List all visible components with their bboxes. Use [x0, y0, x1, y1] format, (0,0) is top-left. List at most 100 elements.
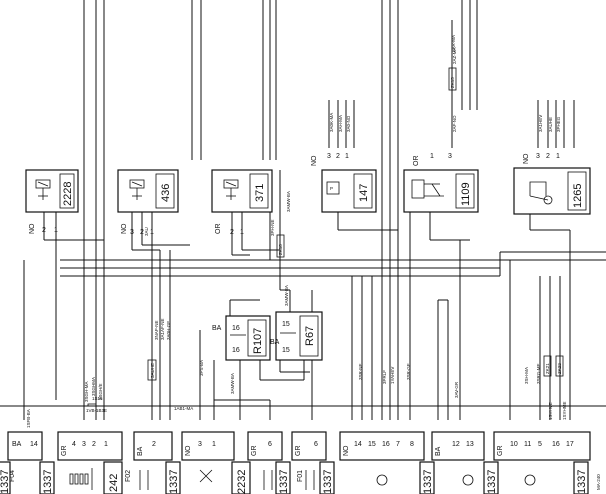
- svg-text:3PH-NE: 3PH-NE: [270, 219, 275, 236]
- svg-text:3A0-NO: 3A0-NO: [346, 115, 351, 132]
- svg-text:2AZ-MA: 2AZ-MA: [452, 47, 457, 64]
- bottom-strip: BA 14 GR 4 3 2 1 BA 2 NO 3 1 GR 6 GR 6 N…: [0, 405, 606, 494]
- connector-label: NO: [311, 155, 318, 166]
- svg-text:1337: 1337: [422, 470, 434, 494]
- edge-code: MA-240: [596, 474, 601, 490]
- svg-text:BA: BA: [435, 446, 442, 456]
- svg-text:6: 6: [268, 441, 272, 448]
- wire-codes: 2AR-MA 3A0K-MA 3AH-MA 3A0-NO 2AF-NO 3A1H…: [26, 35, 567, 428]
- svg-text:3: 3: [448, 153, 452, 160]
- svg-text:3A0K-MA: 3A0K-MA: [329, 113, 334, 132]
- svg-text:1S15: 1S15: [92, 396, 103, 401]
- svg-text:2232: 2232: [236, 470, 248, 494]
- svg-text:3AU: 3AU: [144, 227, 149, 236]
- top-wires: [83, 0, 575, 210]
- component-1109: 1109 OR 3 1: [403, 153, 479, 213]
- svg-text:3AUHE: 3AUHE: [150, 363, 155, 378]
- svg-text:3: 3: [536, 153, 540, 160]
- svg-text:1337: 1337: [278, 470, 290, 494]
- component-371: 371 OR 2 1: [211, 169, 273, 236]
- svg-text:1: 1: [104, 441, 108, 448]
- svg-text:P: P: [330, 186, 333, 191]
- svg-text:ZK18: ZK18: [278, 244, 283, 255]
- fuse-label: F04: [9, 470, 16, 482]
- svg-text:3AMW-BA: 3AMW-BA: [230, 373, 235, 394]
- connector-label: NO: [523, 153, 530, 164]
- connector-label: NO: [121, 223, 128, 234]
- svg-text:NO: NO: [343, 445, 350, 456]
- svg-text:14: 14: [354, 441, 362, 448]
- svg-text:10: 10: [510, 441, 518, 448]
- component-id: 1109: [460, 182, 472, 206]
- svg-text:ZK22: ZK22: [557, 363, 562, 374]
- svg-text:16: 16: [382, 441, 390, 448]
- svg-text:1337: 1337: [322, 470, 334, 494]
- svg-text:1VB-1B3E: 1VB-1B3E: [86, 408, 107, 413]
- relay-r67: R67 BA 15 15: [270, 311, 323, 361]
- svg-text:14: 14: [30, 441, 38, 448]
- svg-text:3SR-GE: 3SR-GE: [406, 363, 411, 380]
- svg-text:1YAHEV: 1YAHEV: [390, 367, 395, 384]
- svg-text:3SRG-ME: 3SRG-ME: [536, 363, 541, 384]
- svg-text:3NAP-NE: 3NAP-NE: [154, 320, 159, 340]
- svg-text:1337: 1337: [42, 470, 54, 494]
- svg-text:4: 4: [72, 441, 76, 448]
- svg-text:1337: 1337: [486, 470, 498, 494]
- svg-text:1: 1: [430, 153, 434, 160]
- relay-id: R107: [252, 328, 264, 354]
- svg-text:3: 3: [198, 441, 202, 448]
- svg-text:3A0H-GE: 3A0H-GE: [166, 321, 171, 340]
- svg-text:1: 1: [345, 153, 349, 160]
- svg-text:2AF-NO: 2AF-NO: [452, 115, 457, 132]
- svg-text:3AUHE: 3AUHE: [548, 117, 553, 132]
- svg-text:15: 15: [282, 321, 290, 328]
- svg-text:1AB1-MA: 1AB1-MA: [174, 406, 193, 411]
- svg-text:2: 2: [336, 153, 340, 160]
- svg-text:BA: BA: [12, 441, 22, 448]
- connector-label: NO: [29, 223, 36, 234]
- svg-text:BA: BA: [137, 446, 144, 456]
- relay-conn: BA: [270, 339, 280, 346]
- svg-text:3A1AF-NE: 3A1AF-NE: [160, 318, 165, 340]
- svg-text:16: 16: [552, 441, 560, 448]
- relay-r107: R107 BA 16 16: [212, 315, 271, 361]
- component-id: 371: [254, 184, 266, 202]
- component-id: 147: [358, 184, 370, 202]
- svg-text:GR: GR: [295, 446, 302, 457]
- svg-text:1: 1: [212, 441, 216, 448]
- component-id: 436: [160, 184, 172, 202]
- mid-wires: [23, 170, 606, 420]
- svg-text:5: 5: [538, 441, 542, 448]
- svg-text:3PS-BA: 3PS-BA: [199, 360, 204, 376]
- svg-text:1SYHVE: 1SYHVE: [548, 402, 553, 420]
- svg-text:3AV-GR: 3AV-GR: [454, 381, 459, 398]
- relay-id: R67: [304, 326, 316, 346]
- svg-text:12: 12: [452, 441, 460, 448]
- svg-text:3AH-MA: 3AH-MA: [338, 115, 343, 132]
- svg-text:3SH-MA: 3SH-MA: [524, 367, 529, 384]
- fuse-label: F02: [125, 470, 132, 482]
- svg-text:3SGH-MA: 3SGH-MA: [84, 381, 89, 402]
- svg-text:3A1HEV: 3A1HEV: [538, 115, 543, 132]
- svg-text:3PRLF: 3PRLF: [382, 370, 387, 384]
- svg-text:3SR-NE: 3SR-NE: [358, 363, 363, 380]
- svg-text:2: 2: [546, 153, 550, 160]
- component-2228: 2228 NO 2 1: [25, 169, 79, 234]
- connector-label: OR: [215, 224, 222, 235]
- svg-text:2: 2: [152, 441, 156, 448]
- svg-text:17: 17: [566, 441, 574, 448]
- svg-text:ZK21: ZK21: [545, 363, 550, 374]
- svg-text:3SGHMA: 3SGHMA: [91, 377, 96, 396]
- fuse-label: F01: [297, 470, 304, 482]
- connector-label: OR: [413, 156, 420, 167]
- svg-text:6: 6: [314, 441, 318, 448]
- component-147: 147 P NO 3 2 1: [311, 153, 377, 213]
- inline-tags: ZK15 ZK18 3AUHE 1S15 ZK21 ZK22: [87, 67, 564, 407]
- svg-text:242: 242: [108, 474, 120, 492]
- svg-text:3: 3: [82, 441, 86, 448]
- svg-text:GR: GR: [61, 446, 68, 457]
- component-1265: 1265 NO 3 2 1: [513, 153, 591, 215]
- svg-text:ZK15: ZK15: [450, 77, 455, 88]
- svg-text:3PHEG: 3PHEG: [556, 116, 561, 132]
